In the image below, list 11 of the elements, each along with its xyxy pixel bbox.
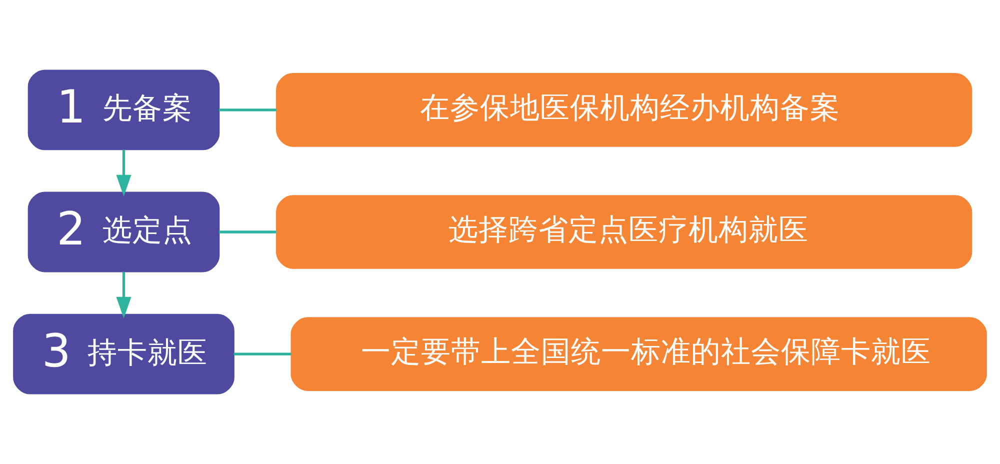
node-box: 一定要带上全国统一标准的社会保障卡就医 [290,317,987,391]
arrow [116,150,132,196]
arrow [116,272,132,318]
node-box: 3 持卡就医 [13,314,234,394]
node-box: 2 选定点 [28,192,220,272]
node-box: 在参保地医保机构经办机构备案 [276,73,972,147]
connector [219,230,276,234]
node-box: 选择跨省定点医疗机构就医 [276,195,972,269]
connector [234,352,292,356]
node-box: 1 先备案 [28,70,220,150]
connector [219,108,276,112]
